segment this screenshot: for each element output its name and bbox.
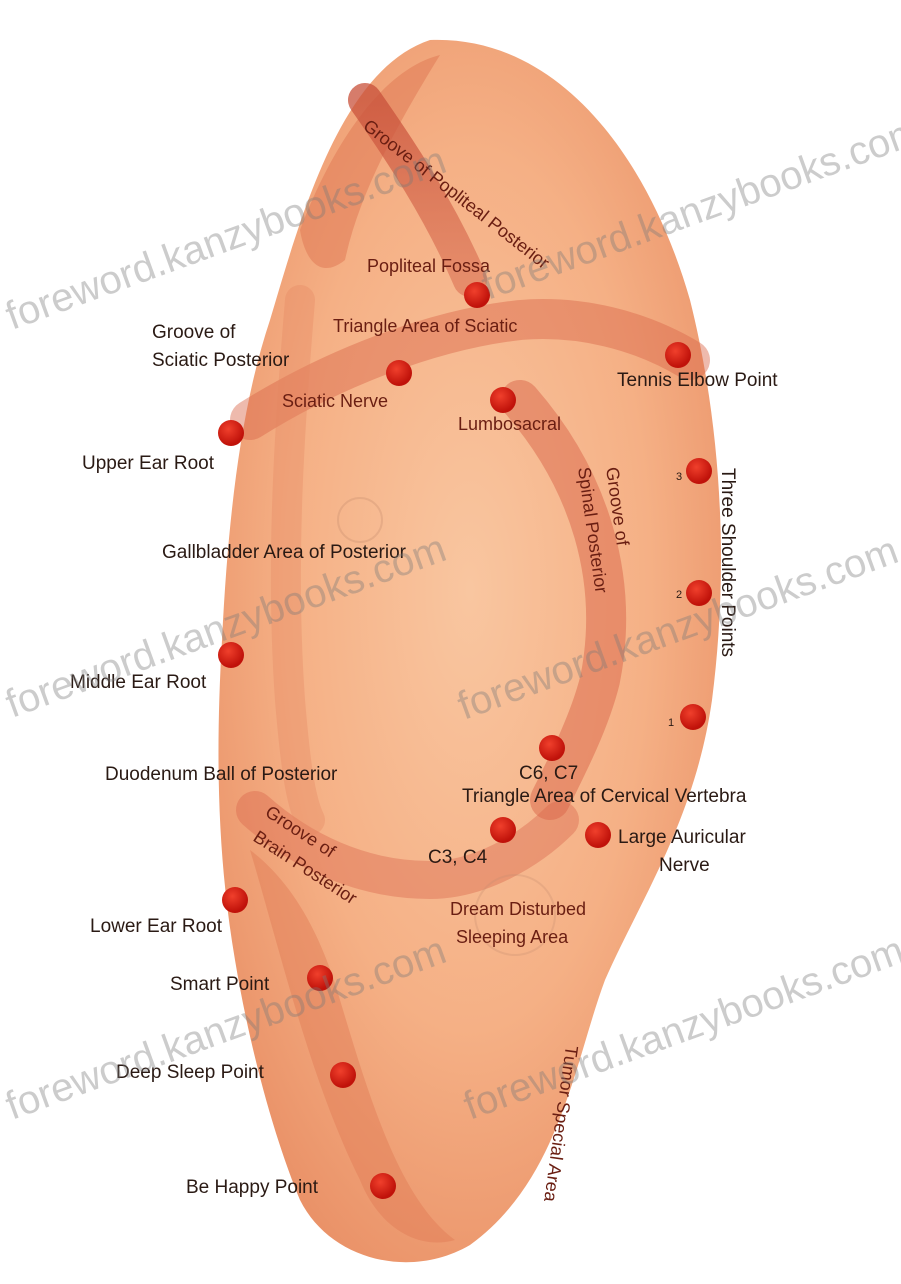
point-large-auricular[interactable]	[585, 822, 611, 848]
point-be-happy[interactable]	[370, 1173, 396, 1199]
label-dream-disturbed-2: Sleeping Area	[456, 927, 569, 947]
point-shoulder-1[interactable]	[680, 704, 706, 730]
label-groove-sciatic-2: Sciatic Posterior	[152, 350, 290, 371]
point-c6c7[interactable]	[539, 735, 565, 761]
label-popliteal-fossa: Popliteal Fossa	[367, 256, 491, 276]
label-large-auricular-2: Nerve	[659, 855, 710, 876]
point-lumbosacral[interactable]	[490, 387, 516, 413]
point-c3c4[interactable]	[490, 817, 516, 843]
label-shoulder-1: 1	[668, 717, 674, 729]
label-c3c4: C3, C4	[428, 847, 488, 868]
label-triangle-sciatic: Triangle Area of Sciatic	[333, 316, 517, 336]
label-large-auricular: Large Auricular	[618, 827, 746, 848]
label-tennis-elbow: Tennis Elbow Point	[617, 370, 778, 391]
point-shoulder-3[interactable]	[686, 458, 712, 484]
label-be-happy: Be Happy Point	[186, 1177, 319, 1198]
label-shoulder-2: 2	[676, 589, 682, 601]
label-shoulder-3: 3	[676, 471, 682, 483]
point-upper-ear-root[interactable]	[218, 420, 244, 446]
label-c6c7: C6, C7	[519, 763, 578, 784]
label-lower-ear-root: Lower Ear Root	[90, 916, 223, 937]
point-sciatic-nerve[interactable]	[386, 360, 412, 386]
label-upper-ear-root: Upper Ear Root	[82, 453, 215, 474]
point-tennis-elbow[interactable]	[665, 342, 691, 368]
label-sciatic-nerve: Sciatic Nerve	[282, 391, 388, 411]
label-triangle-cervical: Triangle Area of Cervical Vertebra	[462, 786, 747, 807]
label-duodenum: Duodenum Ball of Posterior	[105, 764, 338, 785]
label-smart-point: Smart Point	[170, 974, 270, 995]
label-groove-sciatic: Groove of	[152, 322, 236, 343]
label-lumbosacral: Lumbosacral	[458, 414, 561, 434]
label-dream-disturbed: Dream Disturbed	[450, 899, 586, 919]
point-lower-ear-root[interactable]	[222, 887, 248, 913]
point-deep-sleep[interactable]	[330, 1062, 356, 1088]
